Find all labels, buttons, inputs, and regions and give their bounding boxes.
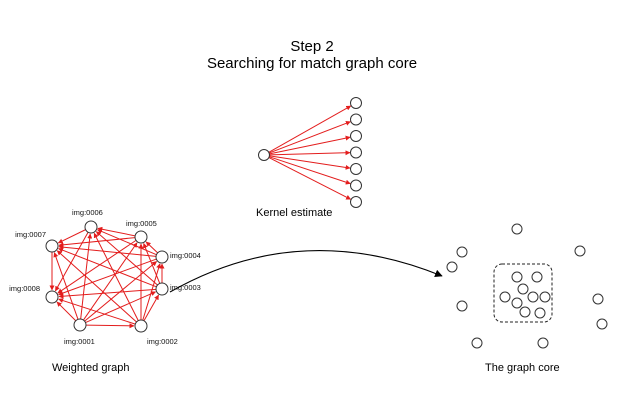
- kernel-target-node: [350, 163, 362, 175]
- core-node: [527, 291, 539, 303]
- core-node: [531, 271, 543, 283]
- graph-node-n0007: [45, 239, 59, 253]
- weighted-graph-nodes: img:0001 img:0002 img:0003 img:0004 img:0005…: [9, 208, 201, 346]
- graph-node-label: img:0003: [170, 283, 201, 292]
- kernel-target-node: [350, 97, 362, 109]
- graph-node-n0008: [45, 290, 59, 304]
- graph-node-label: img:0004: [170, 251, 201, 260]
- kernel-source-node: [258, 149, 270, 161]
- graph-node-label: img:0006: [72, 208, 103, 217]
- kernel-target-node: [350, 130, 362, 142]
- kernel-edge: [268, 155, 351, 170]
- outer-node: [592, 293, 604, 305]
- outer-nodes: [446, 223, 608, 349]
- outer-node: [511, 223, 523, 235]
- weighted-graph-edge: [79, 261, 157, 326]
- outer-node: [596, 318, 608, 330]
- weighted-graph-edge: [81, 322, 135, 329]
- graph-core-caption: The graph core: [485, 362, 560, 374]
- graph-node-label: img:0001: [64, 337, 95, 346]
- kernel-nodes: [258, 97, 362, 208]
- kernel-edge: [268, 156, 352, 200]
- weighted-graph-edge: [58, 298, 141, 328]
- kernel-edge: [268, 150, 351, 156]
- weighted-graph-edge: [58, 247, 162, 291]
- outer-node: [456, 300, 468, 312]
- kernel-edge: [268, 156, 351, 185]
- core-node: [517, 283, 529, 295]
- outer-node: [537, 337, 549, 349]
- core-node: [534, 307, 546, 319]
- weighted-graph-edge: [142, 243, 164, 289]
- graph-node-n0004: [155, 250, 169, 264]
- graph-node-n0001: [73, 318, 87, 332]
- graph-node-n0005: [134, 230, 148, 244]
- kernel-edge: [268, 105, 352, 153]
- core-node: [519, 306, 531, 318]
- weighted-graph-edges: [49, 225, 165, 329]
- weighted-graph-edge: [54, 227, 93, 292]
- core-node: [511, 297, 523, 309]
- core-nodes: [499, 271, 551, 319]
- core-dashed-box: [493, 263, 553, 323]
- kernel-target-node: [350, 146, 362, 159]
- kernel-edge: [268, 120, 351, 154]
- graph-node-n0002: [134, 319, 148, 333]
- weighted-graph-edge: [58, 255, 162, 296]
- kernel-estimate-caption: Kernel estimate: [256, 207, 333, 219]
- core-node: [499, 291, 511, 303]
- weighted-graph-edge: [96, 229, 162, 259]
- kernel-target-node: [350, 113, 362, 126]
- outer-node: [574, 245, 586, 257]
- graph-node-label: img:0002: [147, 337, 178, 346]
- weighted-graph-caption: Weighted graph: [52, 362, 130, 374]
- graph-node-label: img:0007: [15, 230, 46, 239]
- transition-arrow: [169, 249, 443, 293]
- step-title: Step 2: [290, 38, 334, 55]
- weighted-graph-edge: [57, 235, 142, 294]
- graph-node-label: img:0008: [9, 284, 40, 293]
- kernel-edge: [268, 135, 351, 155]
- core-node: [511, 271, 523, 283]
- weighted-graph-edge: [97, 226, 141, 240]
- outer-node: [456, 246, 468, 258]
- weighted-graph: img:0001 img:0002 img:0003 img:0004 img:0005…: [9, 208, 201, 346]
- graph-core: [446, 223, 608, 349]
- graph-node-n0006: [84, 220, 98, 234]
- graph-node-n0003: [155, 282, 169, 296]
- diagram-title: Searching for match graph core: [206, 55, 418, 72]
- kernel-target-node: [350, 179, 362, 192]
- kernel-estimate: [258, 97, 362, 208]
- graph-node-label: img:0005: [126, 219, 157, 228]
- core-node: [539, 291, 551, 303]
- outer-node: [446, 261, 458, 273]
- kernel-target-node: [350, 196, 362, 208]
- outer-node: [471, 337, 483, 349]
- kernel-edges: [268, 105, 352, 200]
- weighted-graph-edge: [57, 225, 91, 244]
